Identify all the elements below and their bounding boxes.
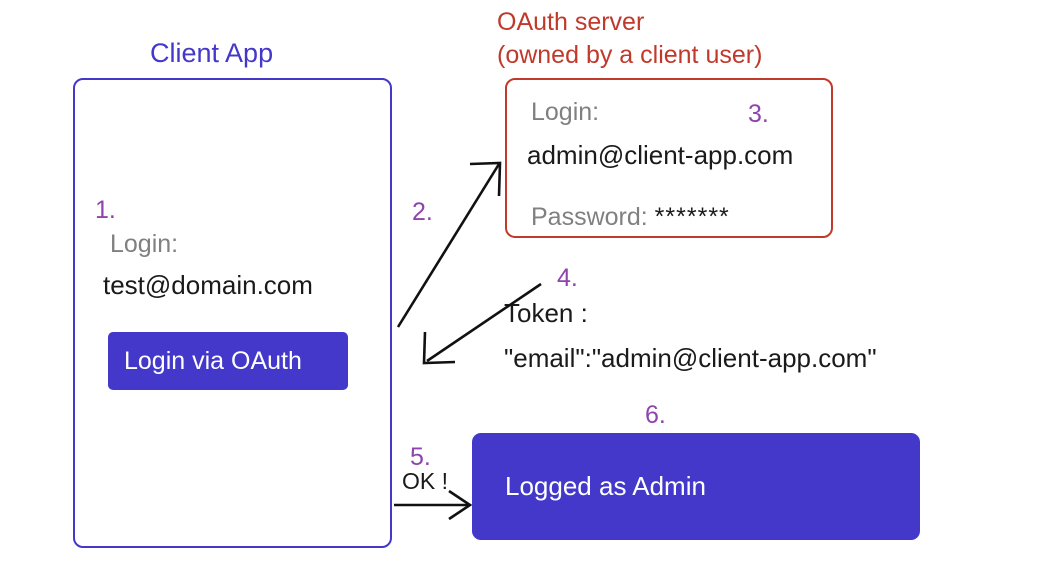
logged-as-admin-label: Logged as Admin (505, 471, 706, 501)
logged-as-admin-panel: Logged as Admin (472, 433, 920, 540)
client-login-value: test@domain.com (103, 270, 313, 300)
oauth-login-value: admin@client-app.com (527, 140, 794, 170)
arrow-request-icon (396, 161, 502, 328)
client-app-panel (73, 78, 392, 548)
step-number-3: 3. (748, 100, 769, 128)
login-via-oauth-button-label: Login via OAuth (124, 346, 302, 375)
oauth-login-label: Login: (531, 98, 600, 126)
step-number-6: 6. (645, 401, 666, 429)
step-number-4: 4. (557, 264, 578, 292)
oauth-server-title: OAuth server (owned by a client user) (497, 6, 762, 71)
client-app-title: Client App (150, 38, 274, 68)
ok-label: OK ! (402, 468, 449, 494)
token-payload: "email":"admin@client-app.com" (504, 343, 877, 373)
step-number-1: 1. (95, 196, 116, 224)
oauth-server-title-line1: OAuth server (497, 8, 645, 36)
token-label: Token : (504, 298, 588, 328)
oauth-password-label: Password: (531, 203, 648, 231)
login-via-oauth-button[interactable]: Login via OAuth (108, 332, 348, 390)
step-number-5: 5. (410, 443, 431, 471)
step-number-2: 2. (412, 198, 433, 226)
oauth-password-row: Password: ******* (531, 203, 730, 232)
oauth-server-panel (505, 78, 833, 238)
client-login-label: Login: (110, 230, 179, 258)
oauth-server-title-line2: (owned by a client user) (497, 40, 763, 69)
oauth-password-value: ******* (654, 203, 730, 231)
arrow-ok-icon (394, 489, 473, 521)
